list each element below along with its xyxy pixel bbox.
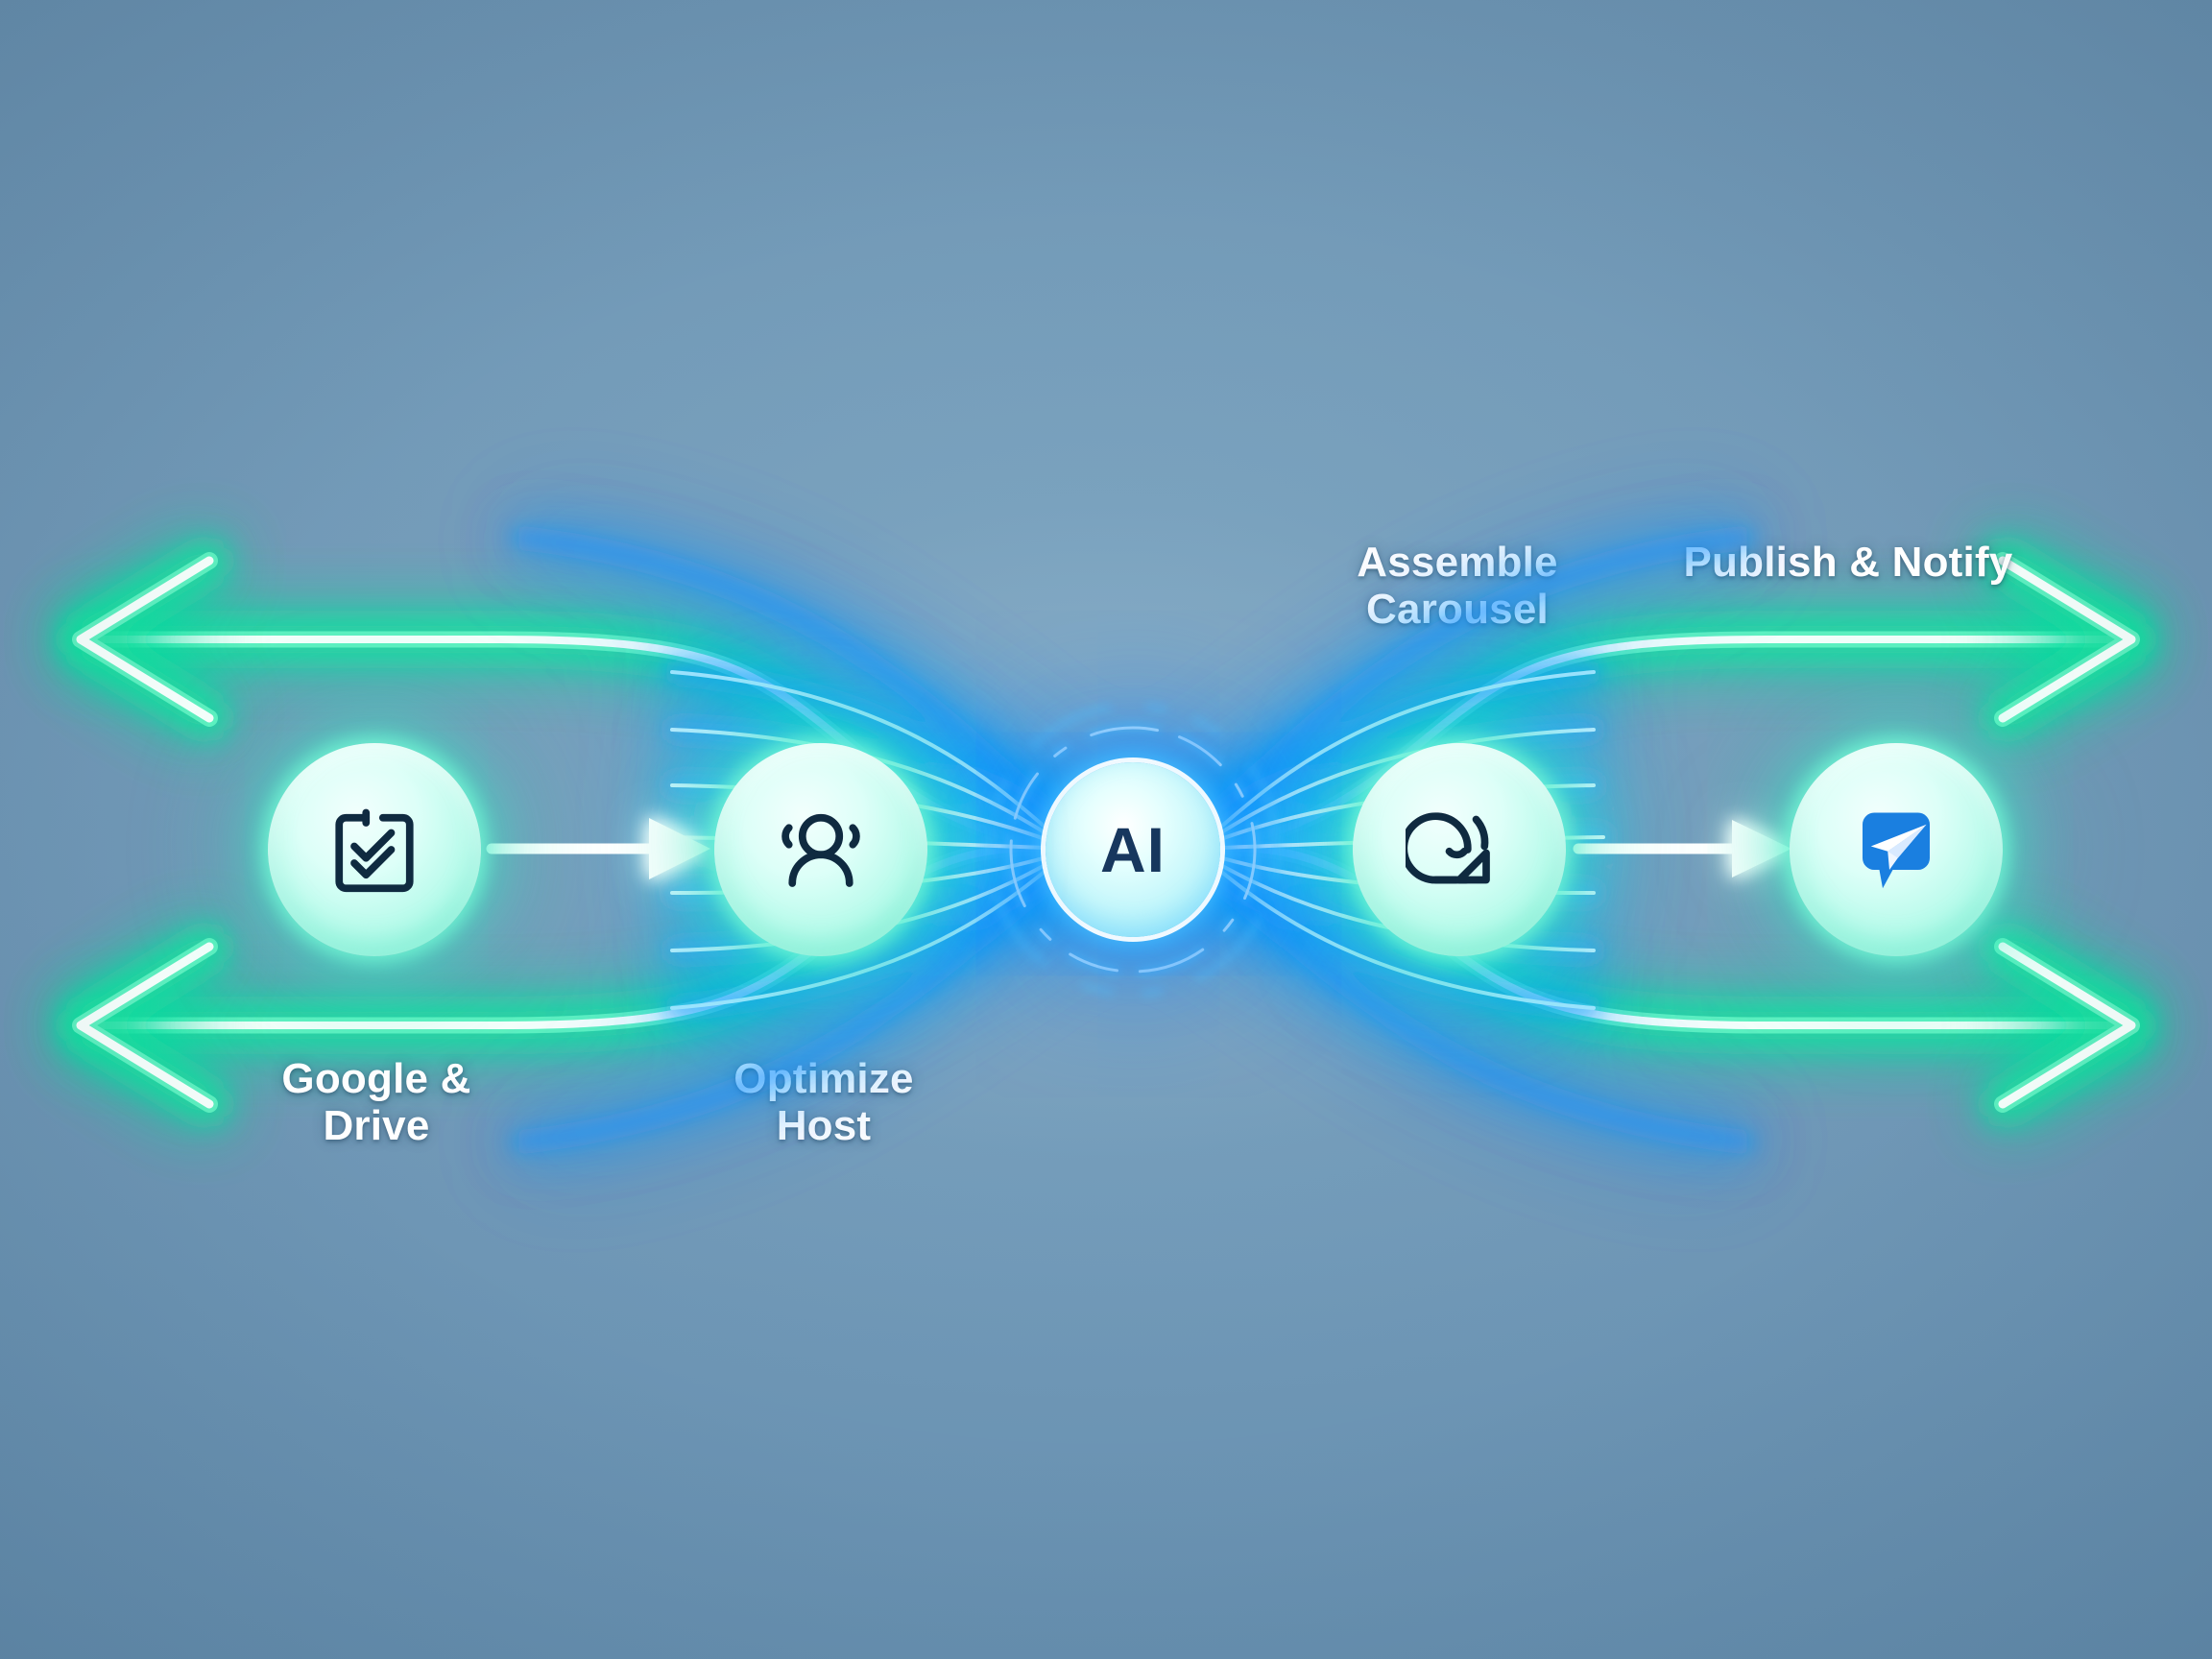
bottom-right-arrowhead (1988, 932, 2146, 1118)
top-left-arrowhead (66, 546, 224, 733)
arrow-drive-to-host (481, 818, 710, 879)
bottom-loop-arrow (66, 848, 2146, 1118)
bottom-left-arrowhead (66, 932, 224, 1118)
top-loop-arrow (66, 546, 2146, 849)
ai-core-node[interactable]: AI (1046, 762, 1220, 937)
clipboard-check-icon (335, 808, 414, 893)
label-publish-notify: Publish & Notify (1683, 539, 2013, 586)
label-google-drive: Google & Drive (281, 1055, 471, 1149)
node-assemble-carousel[interactable] (1353, 743, 1566, 956)
arrow-carousel-to-publish (1568, 820, 1791, 878)
user-optimize-icon (781, 813, 860, 887)
telegram-send-icon (1863, 812, 1930, 889)
carousel-play-icon (1406, 812, 1490, 884)
node-optimize-host[interactable] (714, 743, 927, 956)
top-right-arrowhead (1988, 546, 2146, 733)
node-google-drive[interactable] (268, 743, 481, 956)
node-publish-notify[interactable] (1790, 743, 2003, 956)
ai-core-label: AI (1100, 814, 1166, 885)
ai-hud-rings (986, 703, 1280, 997)
